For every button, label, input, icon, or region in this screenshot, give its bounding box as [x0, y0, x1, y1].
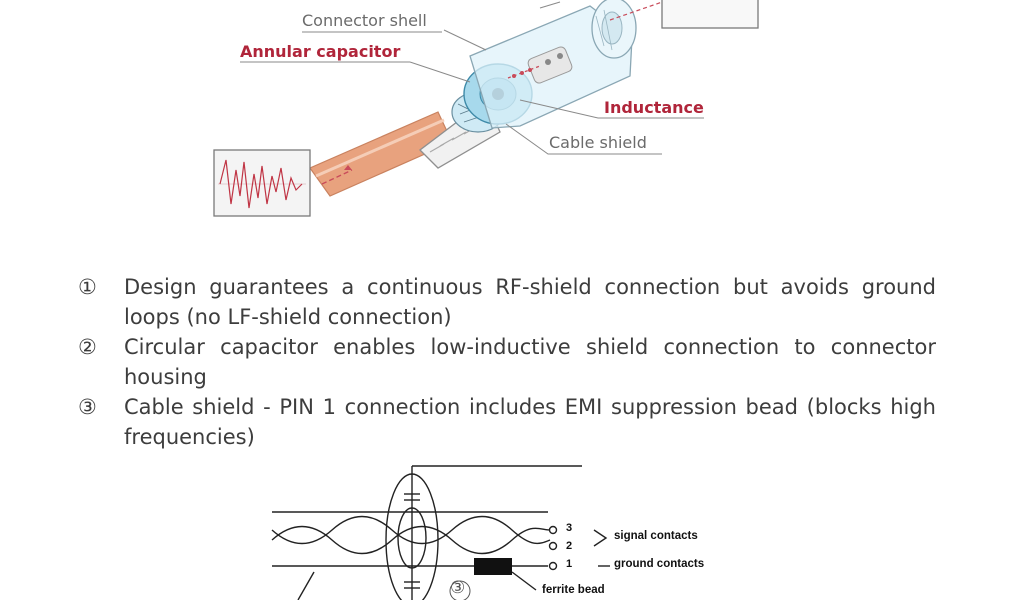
feature-text-3: Cable shield - PIN 1 connection includes…: [124, 395, 936, 449]
leader-lines: [240, 1, 704, 155]
pin-3-label: 3: [566, 522, 573, 534]
cable: [309, 111, 453, 197]
twisted-pair-a: [271, 515, 551, 545]
inductance-marks: [507, 0, 669, 79]
output-signal-monitor: [661, 0, 759, 29]
feature-marker-1: ①: [78, 275, 97, 299]
pin-2-label: 2: [566, 540, 573, 552]
ferrite-bead: [474, 558, 512, 575]
feature-text-1: Design guarantees a continuous RF-shield…: [124, 275, 936, 329]
label-inductance: Inductance: [604, 98, 704, 117]
signal-contacts-label: signal contacts: [614, 530, 698, 542]
pin-1-label: 1: [566, 558, 573, 570]
feature-item-2: ② Circular capacitor enables low-inducti…: [78, 332, 936, 392]
label-annular-capacitor: Annular capacitor: [240, 42, 401, 61]
input-signal-monitor: [213, 149, 311, 217]
shield-ellipse: [385, 473, 439, 600]
connector-illustration: [213, 0, 759, 217]
ground-contacts-label: ground contacts: [614, 558, 705, 570]
feature-item-3: ③ Cable shield - PIN 1 connection includ…: [78, 392, 936, 452]
label-connector-shell: Connector shell: [302, 11, 427, 30]
feature-marker-3: ③: [78, 395, 97, 419]
feature-marker-2: ②: [78, 335, 97, 359]
ferrite-bead-label: ferrite bead: [542, 584, 605, 596]
feature-item-1: ① Design guarantees a continuous RF-shie…: [78, 272, 936, 332]
feature-text-2: Circular capacitor enables low-inductive…: [124, 335, 936, 389]
inner-ellipse: [397, 507, 427, 569]
schematic-marker-3: ③: [450, 578, 466, 598]
label-cable-shield: Cable shield: [549, 133, 647, 152]
twisted-pair-b: [271, 525, 551, 555]
feature-list: ① Design guarantees a continuous RF-shie…: [78, 272, 936, 452]
